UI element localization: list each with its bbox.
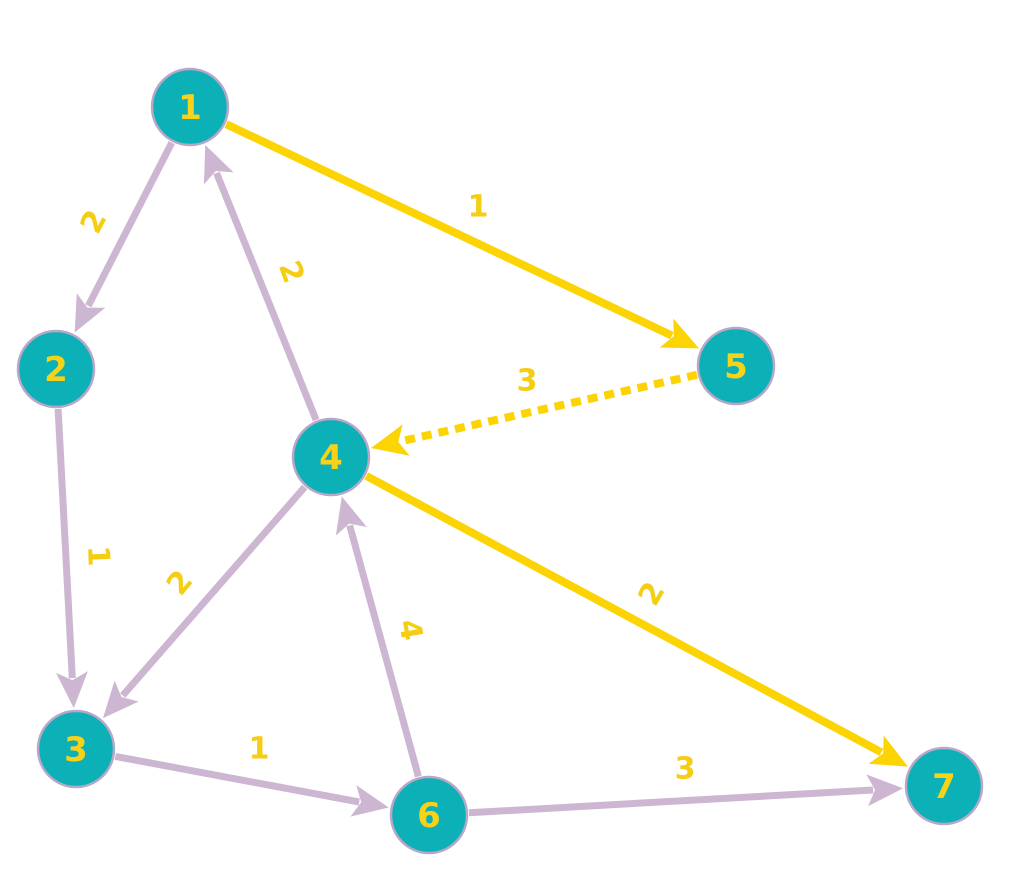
- node-label: 4: [319, 438, 343, 478]
- node-label: 7: [932, 767, 956, 807]
- node-circle: [389, 775, 469, 855]
- edge-line: [120, 484, 308, 698]
- arrowhead-icon: [866, 774, 904, 807]
- edge-line: [213, 171, 320, 422]
- node-6: 6: [389, 775, 469, 855]
- edge-line: [224, 120, 674, 340]
- edge-line: [114, 752, 360, 806]
- edge-5-4: [371, 370, 698, 456]
- node-3: 3: [36, 709, 116, 789]
- edge-weight-4-1: 2: [271, 256, 311, 288]
- edge-weight-4-7: 2: [632, 576, 673, 612]
- node-circle: [16, 329, 96, 409]
- arrowhead-icon: [74, 293, 106, 333]
- arrowhead-icon: [335, 496, 367, 536]
- arrowhead-icon: [659, 318, 699, 349]
- edge-6-7: [468, 774, 904, 817]
- edge-weight-1-2: 2: [74, 205, 115, 240]
- edge-line: [85, 141, 175, 308]
- edge-line: [399, 370, 698, 446]
- node-circle: [696, 326, 776, 406]
- edge-weight-4-3: 2: [160, 564, 200, 602]
- arrowhead-icon: [350, 785, 389, 817]
- arrowhead-icon: [203, 145, 234, 185]
- arrowhead-icon: [103, 680, 139, 719]
- nodes-layer: 1 2 3 4 5 6 7: [16, 67, 984, 855]
- edge-weight-5-4: 3: [517, 364, 538, 399]
- edge-line: [468, 786, 874, 817]
- edge-weight-3-6: 1: [249, 732, 270, 767]
- edge-4-7: [364, 472, 908, 767]
- arrowhead-icon: [56, 671, 88, 709]
- edge-weight-1-5: 1: [468, 190, 489, 225]
- edge-line: [54, 408, 76, 679]
- node-circle: [150, 67, 230, 147]
- node-label: 3: [64, 730, 88, 770]
- edge-weight-6-4: 4: [391, 617, 429, 644]
- node-4: 4: [291, 417, 371, 497]
- edge-6-4: [335, 496, 422, 778]
- node-label: 2: [44, 350, 68, 390]
- node-circle: [291, 417, 371, 497]
- edge-2-3: [54, 408, 88, 709]
- edge-4-1: [203, 145, 320, 422]
- node-circle: [904, 746, 984, 826]
- node-5: 5: [696, 326, 776, 406]
- edge-weight-2-3: 1: [80, 545, 116, 567]
- edge-line: [364, 472, 884, 756]
- node-label: 5: [724, 347, 748, 387]
- arrowhead-icon: [868, 735, 908, 767]
- edge-weight-6-7: 3: [675, 752, 696, 787]
- edge-1-2: [74, 141, 175, 333]
- edge-line: [346, 524, 422, 778]
- edge-3-6: [114, 752, 389, 817]
- node-label: 1: [178, 88, 202, 128]
- edge-1-5: [224, 120, 699, 349]
- node-label: 6: [417, 796, 441, 836]
- edges-layer: [54, 120, 908, 817]
- edge-4-3: [103, 484, 308, 719]
- node-2: 2: [16, 329, 96, 409]
- arrowhead-icon: [371, 424, 410, 456]
- node-7: 7: [904, 746, 984, 826]
- node-circle: [36, 709, 116, 789]
- node-1: 1: [150, 67, 230, 147]
